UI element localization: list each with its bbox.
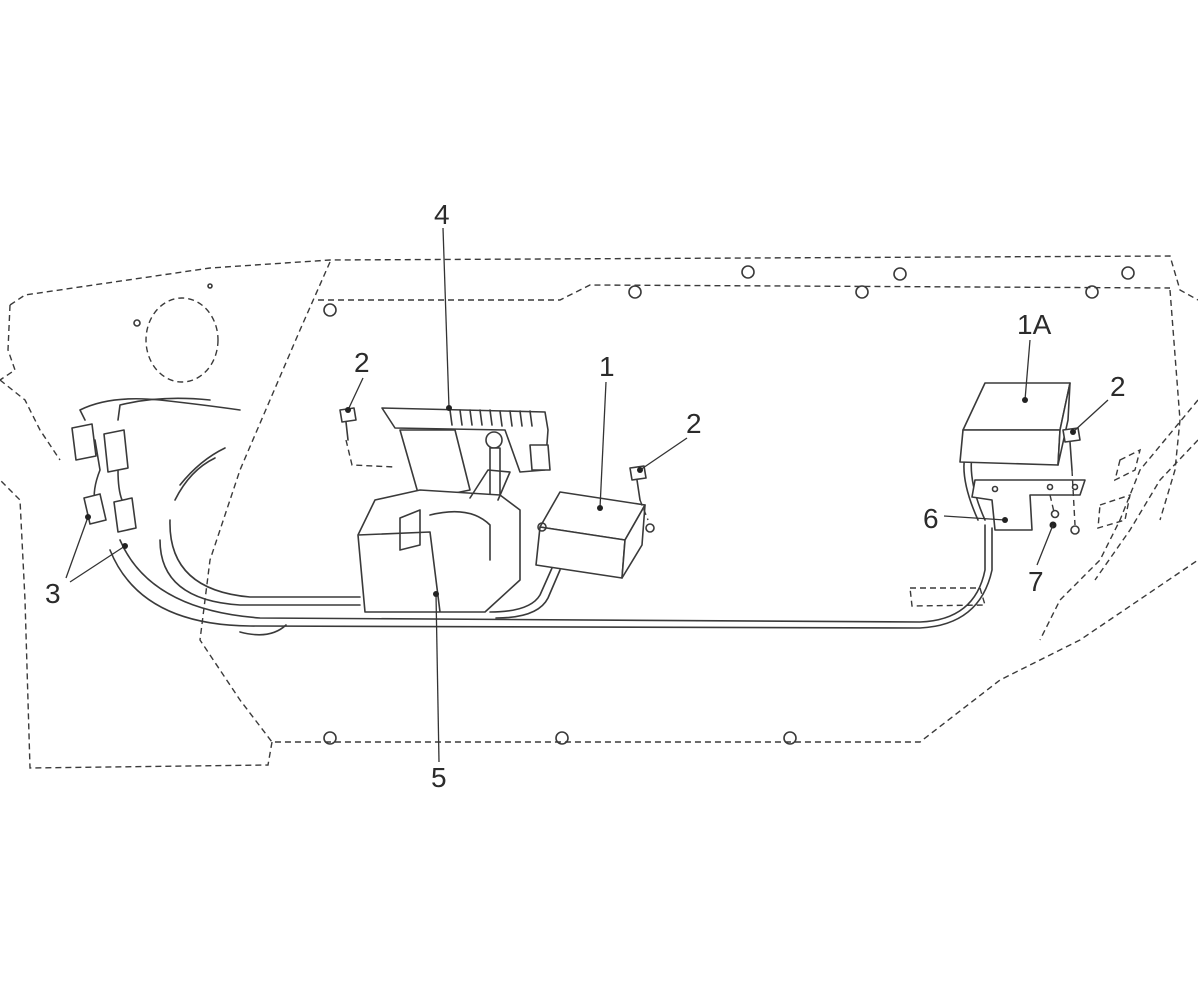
- callout-6: 6: [923, 503, 939, 534]
- panel-outline: [0, 255, 1198, 769]
- bracket-6: [971, 479, 1086, 531]
- leader-lines: [65, 227, 1109, 763]
- mounting-holes: [133, 265, 1135, 745]
- callout-4: 4: [434, 199, 450, 230]
- housing: [357, 469, 521, 613]
- callout-3: 3: [45, 578, 61, 609]
- mechanism-assembly: [381, 407, 551, 501]
- connectors: [71, 423, 137, 533]
- callout-2-right: 2: [1110, 371, 1126, 402]
- callout-2-left: 2: [354, 347, 370, 378]
- module-1A: [959, 382, 1071, 466]
- module-1: [535, 491, 655, 579]
- callout-1A: 1A: [1017, 309, 1052, 340]
- callout-5: 5: [431, 762, 447, 793]
- callout-1: 1: [599, 351, 615, 382]
- callout-2-middle: 2: [686, 408, 702, 439]
- callout-7: 7: [1028, 566, 1044, 597]
